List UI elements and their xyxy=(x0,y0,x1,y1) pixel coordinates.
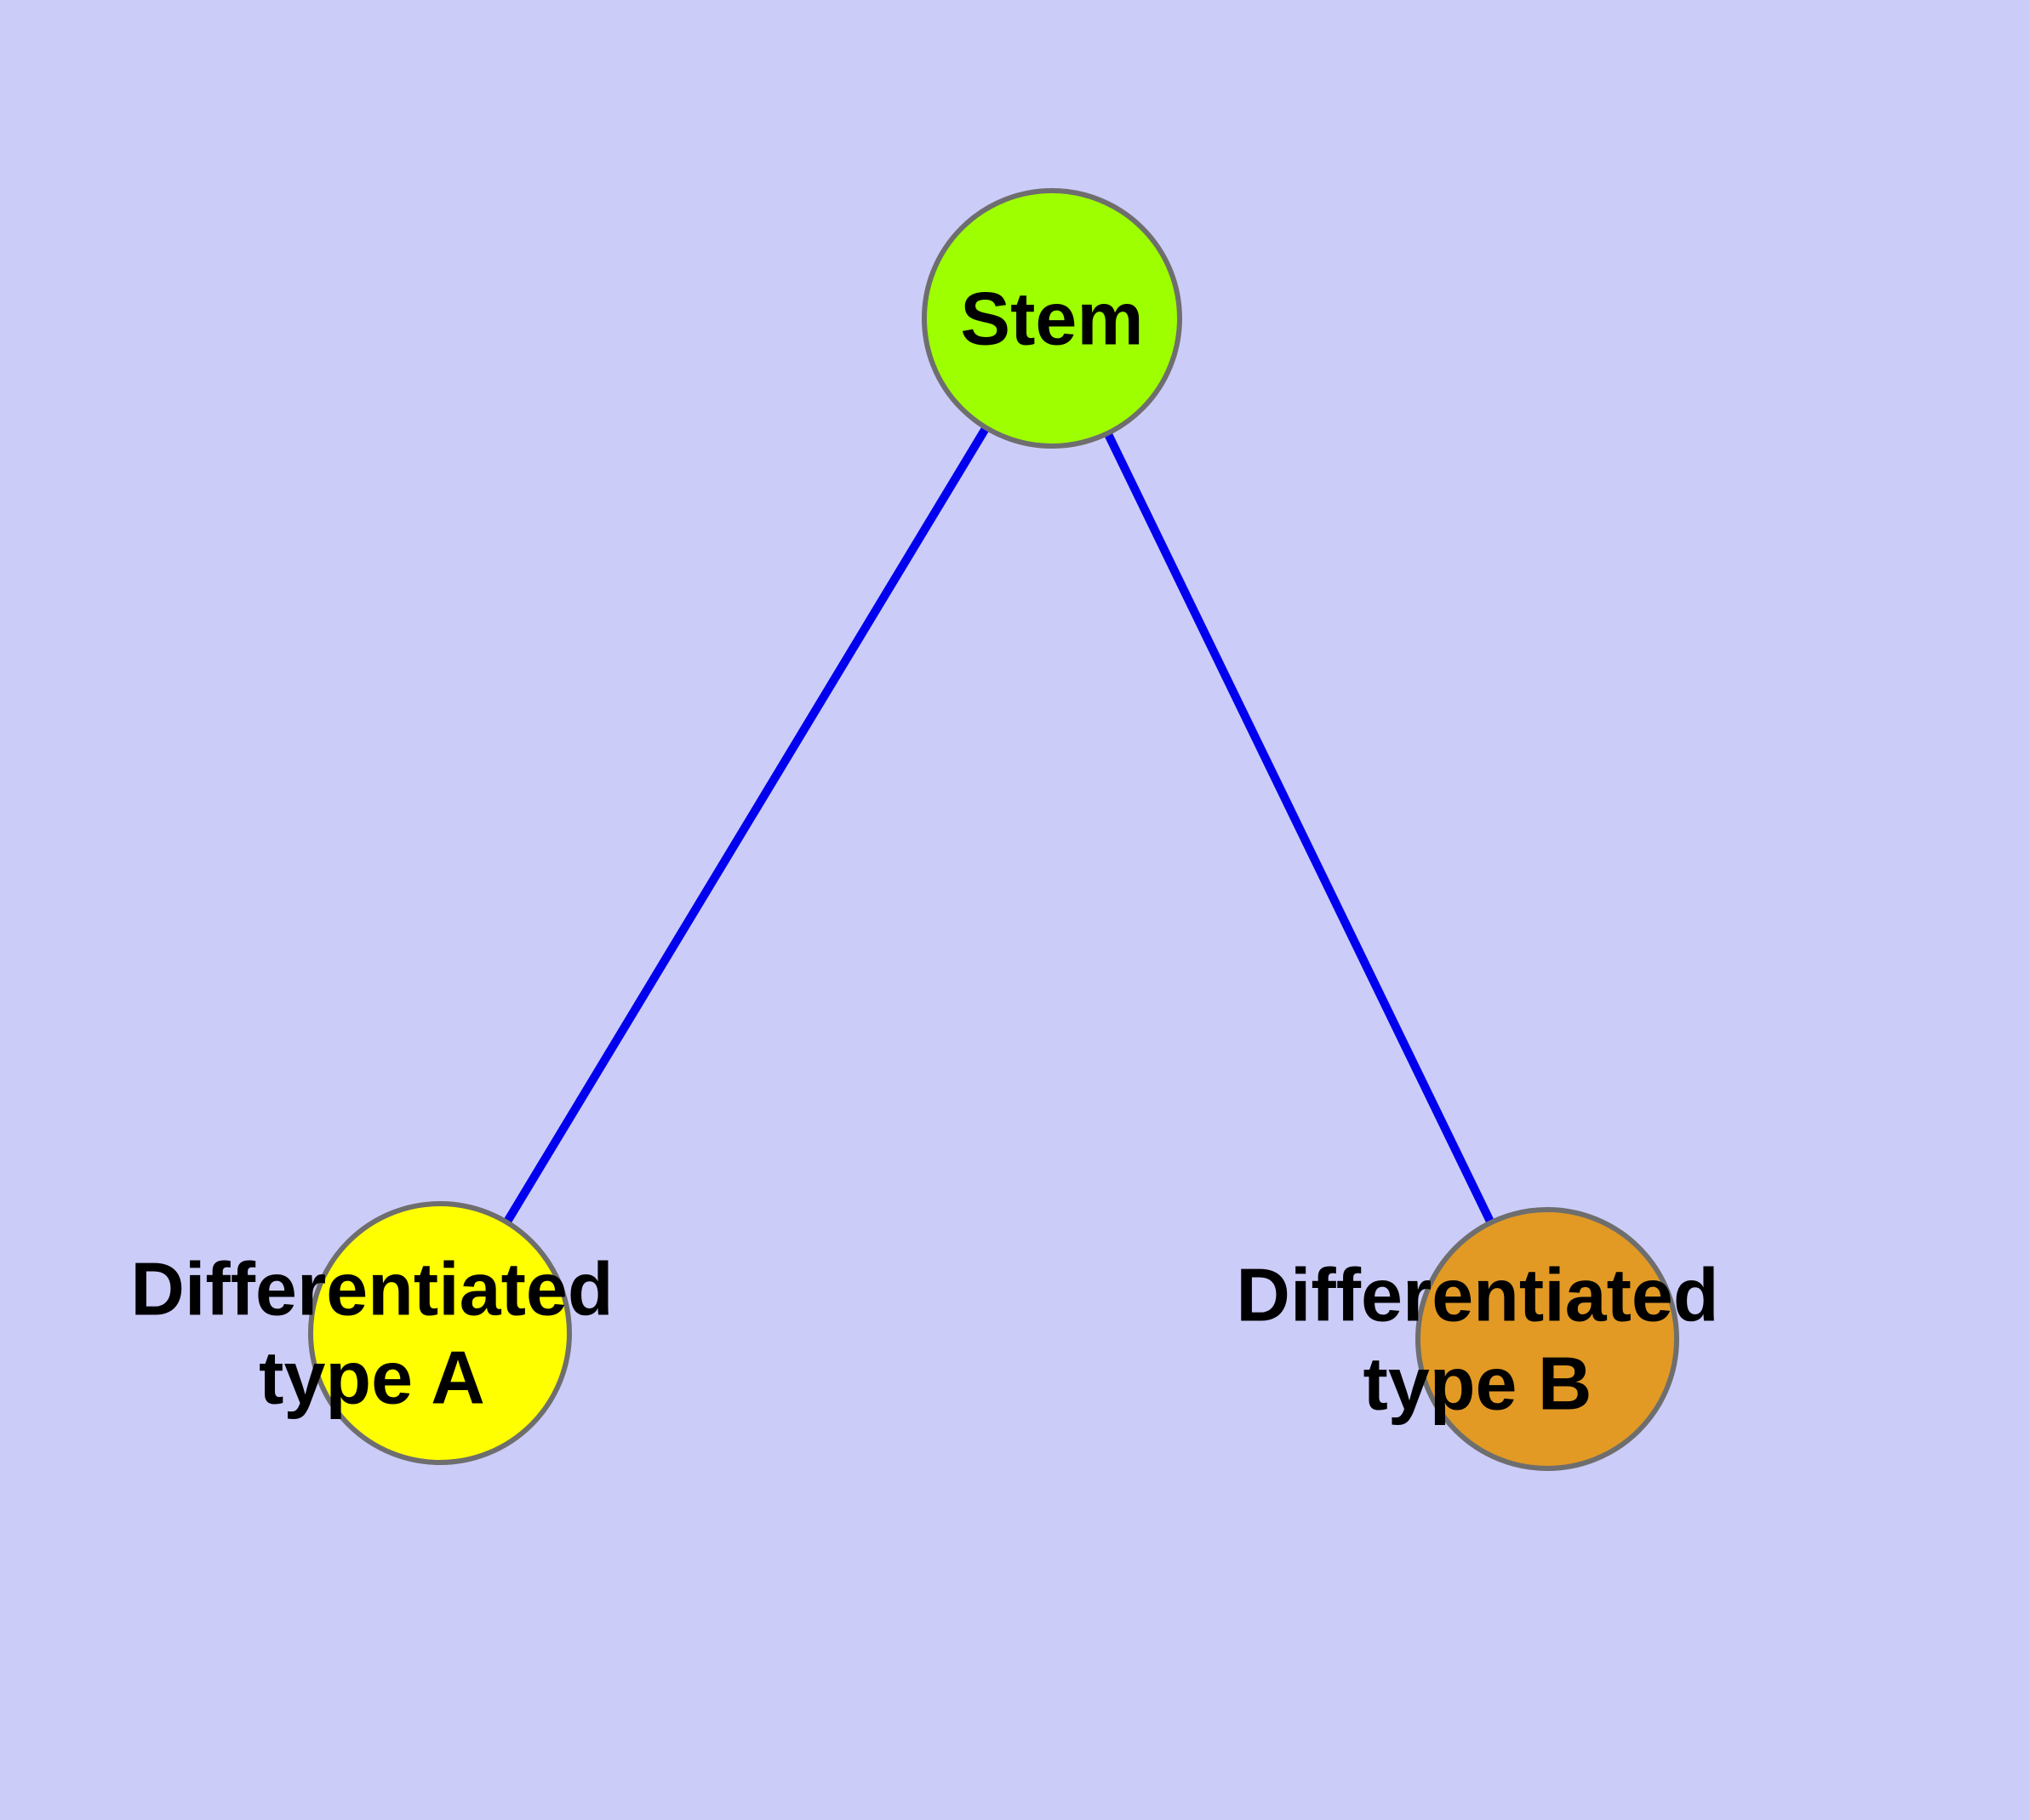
graph-node-label-line: Differentiated xyxy=(130,1246,613,1331)
edges-layer xyxy=(436,316,1552,1342)
graph-edge-stem-to-b[interactable] xyxy=(1048,316,1552,1342)
graph-edge-stem-to-a[interactable] xyxy=(436,316,1056,1336)
graph-node-label-line: type A xyxy=(259,1335,485,1419)
graph-node-label-line: type B xyxy=(1363,1341,1592,1425)
graph-node-label-line: Differentiated xyxy=(1236,1252,1718,1336)
graph-node-label-stem: Stem xyxy=(960,276,1143,360)
graph-node-diff_a[interactable] xyxy=(308,1201,572,1465)
graph-node-diff_b[interactable] xyxy=(1415,1207,1679,1471)
graph-node-stem[interactable] xyxy=(922,188,1182,449)
nodes-layer xyxy=(308,188,1679,1471)
graph-node-label-line: Stem xyxy=(960,276,1143,360)
